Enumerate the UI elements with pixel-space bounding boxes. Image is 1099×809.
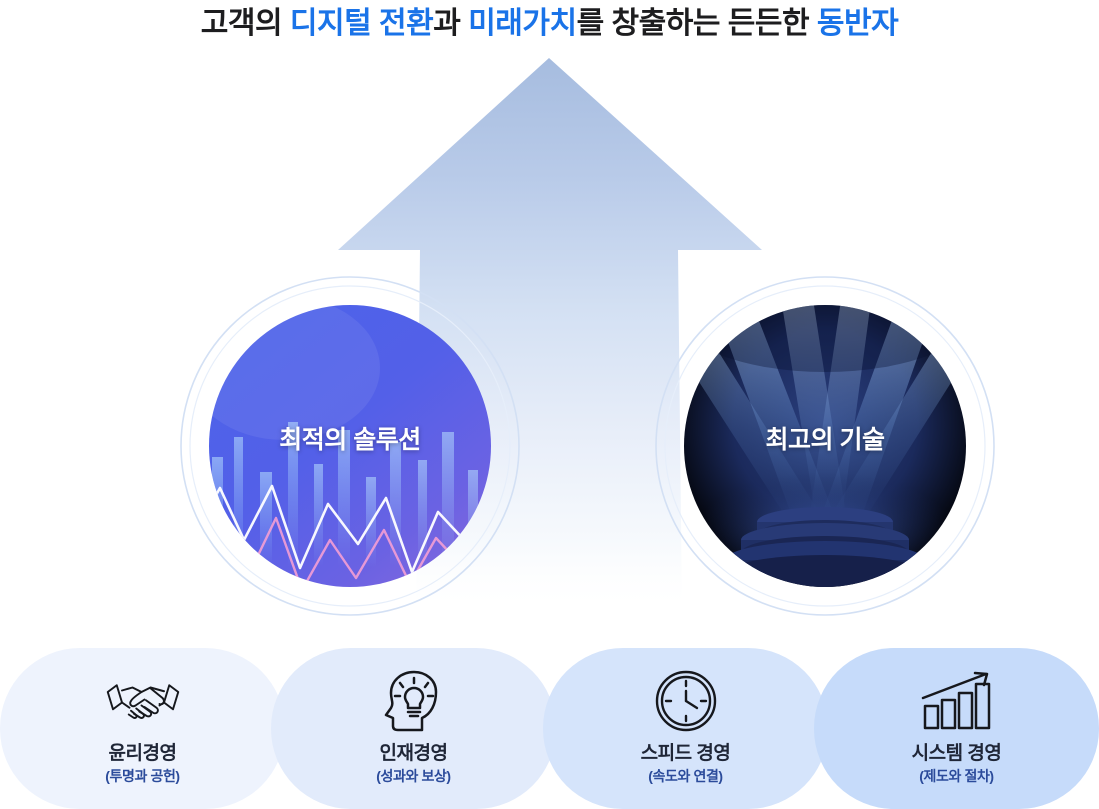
pill-subtitle: (성과와 보상) <box>376 768 451 784</box>
title-segment-accent: 동반자 <box>816 7 899 40</box>
handshake-icon <box>104 670 182 732</box>
title-segment-accent: 디지털 전환 <box>289 7 434 40</box>
clock-icon <box>647 670 725 732</box>
pill-system-management[interactable]: 시스템 경영 (제도와 절차) <box>814 648 1099 809</box>
title-segment: 를 창출하는 든든한 <box>576 7 817 40</box>
title-segment: 고객의 <box>200 7 290 40</box>
orb-optimal-solution[interactable]: 최적의 솔루션 <box>176 272 524 620</box>
growth-bars-arrow-icon <box>918 670 996 732</box>
pill-talent-management[interactable]: 인재경영 (성과와 보상) <box>271 648 556 809</box>
pill-title: 윤리경영 <box>108 743 177 764</box>
pill-title: 시스템 경영 <box>911 743 1002 764</box>
head-lightbulb-icon <box>375 670 453 732</box>
pill-ethical-management[interactable]: 윤리경영 (투명과 공헌) <box>0 648 285 809</box>
pill-speed-management[interactable]: 스피드 경영 (속도와 연결) <box>543 648 828 809</box>
value-pill-row: 윤리경영 (투명과 공헌) 인재경영 (성과와 보상) <box>0 648 1099 809</box>
title-segment-accent: 미래가치 <box>468 7 577 40</box>
pill-title: 인재경영 <box>379 743 448 764</box>
title-segment: 과 <box>433 7 469 40</box>
pill-subtitle: (제도와 절차) <box>919 768 994 784</box>
pill-title: 스피드 경영 <box>640 743 731 764</box>
orb-best-technology[interactable]: 최고의 기술 <box>651 272 999 620</box>
pill-subtitle: (투명과 공헌) <box>105 768 180 784</box>
page-title: 고객의 디지털 전환과 미래가치를 창출하는 든든한 동반자 <box>0 4 1099 44</box>
pill-subtitle: (속도와 연결) <box>648 768 723 784</box>
